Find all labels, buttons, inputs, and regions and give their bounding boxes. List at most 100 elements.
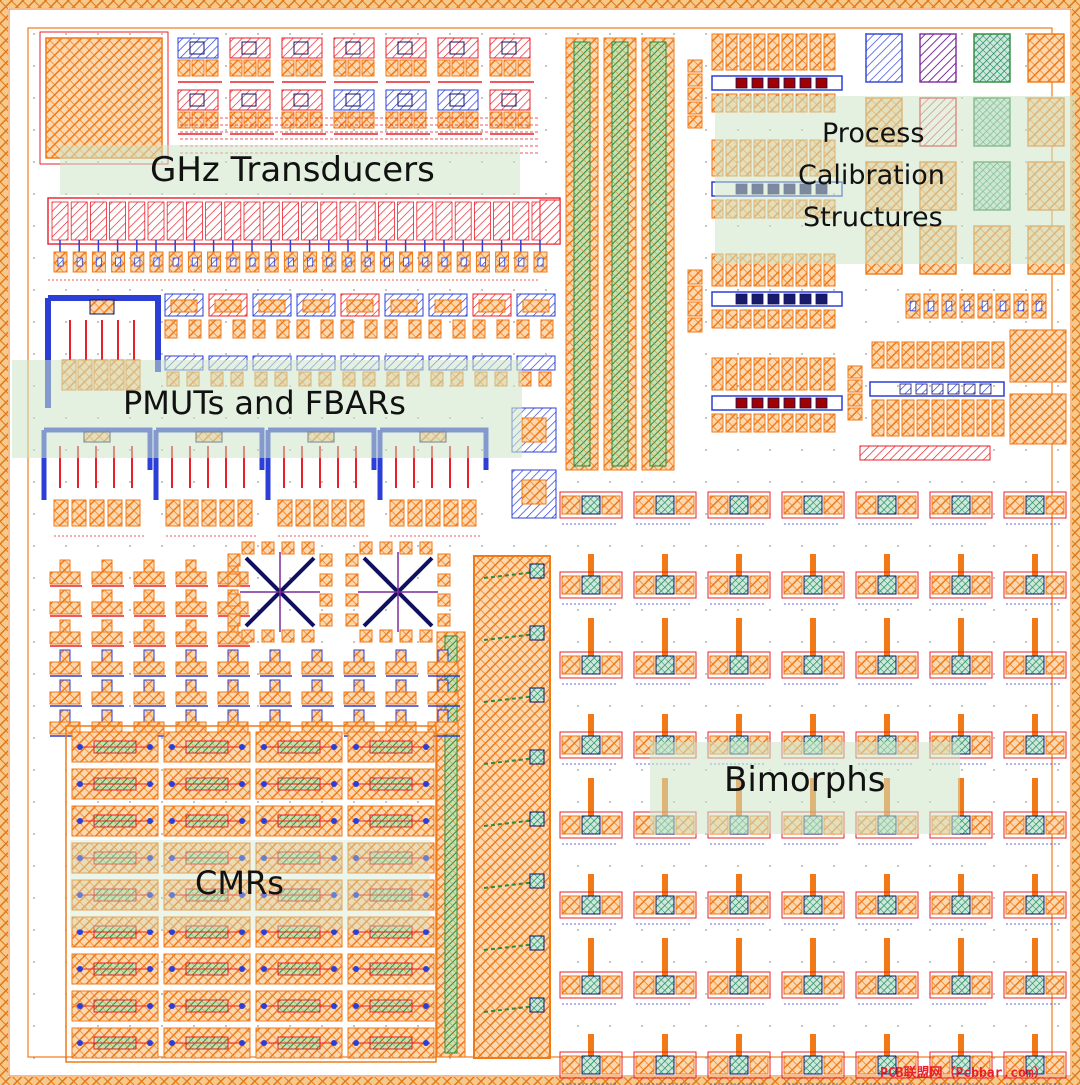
cmr-dot: [77, 818, 83, 824]
via: [307, 257, 314, 267]
cmr-dot: [77, 1003, 83, 1009]
bond-pad: [407, 499, 423, 527]
bond-pad: [1045, 655, 1065, 675]
bond-pad: [739, 413, 752, 433]
transducer-top: [385, 89, 427, 111]
bond-pad: [165, 499, 181, 527]
t-block-bar: [91, 571, 123, 585]
transducer-top: [177, 89, 219, 111]
bimorph-beam: [662, 554, 668, 576]
bimorph-beam: [884, 554, 890, 576]
via: [927, 300, 935, 312]
cmr-dot: [353, 966, 359, 972]
cal-cell: [783, 77, 796, 89]
cmr-dot: [331, 929, 337, 935]
bond-pad: [340, 319, 354, 339]
bond-pad: [767, 413, 780, 433]
cmr-dot: [261, 966, 267, 972]
bimorph-frame: [1003, 1051, 1067, 1079]
bimorph-beam: [1032, 1034, 1038, 1056]
bimorph-core: [581, 495, 601, 515]
fbar-electrode: [478, 299, 506, 313]
bond-pad: [783, 895, 803, 915]
bimorph-frame: [559, 811, 623, 839]
large-pad: [45, 37, 163, 159]
bond-pad: [413, 111, 427, 129]
bond-pad: [1045, 895, 1065, 915]
bimorph-beam: [810, 714, 816, 736]
bond-pad: [931, 975, 951, 995]
t-block-bar: [427, 661, 459, 675]
bond-pad: [857, 575, 877, 595]
bimorph-frame: [855, 1051, 919, 1079]
bond-pad: [931, 341, 945, 369]
bond-pad: [635, 495, 655, 515]
bond-pad: [208, 319, 222, 339]
bimorph-beam: [1032, 618, 1038, 656]
bond-pad: [320, 319, 334, 339]
bimorph-frame: [1003, 731, 1067, 759]
via: [537, 257, 544, 267]
bimorph-core: [729, 575, 749, 595]
bond-pad: [931, 495, 951, 515]
cmr-dot: [331, 1040, 337, 1046]
bond-pad: [709, 975, 729, 995]
cal-cell: [899, 383, 912, 395]
bond-pad: [472, 319, 486, 339]
cmr-dot: [147, 1003, 153, 1009]
chip-border-inner: [8, 8, 1072, 1077]
cmr-dot: [331, 781, 337, 787]
bond-pad: [489, 59, 503, 77]
bimorph-beam: [588, 714, 594, 736]
cal-swatch: [865, 33, 903, 83]
mid-trace: [483, 943, 537, 951]
process-label-line3: Structures: [803, 202, 943, 233]
cmr-dot: [353, 1040, 359, 1046]
fbar-electrode: [346, 299, 374, 313]
cmr-dot: [423, 744, 429, 750]
bimorph-core: [581, 575, 601, 595]
bimorph-frame: [929, 1051, 993, 1079]
bond-pad: [1045, 975, 1065, 995]
process-label-line2: Calibration: [798, 160, 945, 191]
via: [345, 257, 352, 267]
bond-pad: [219, 499, 235, 527]
bimorph-core: [655, 895, 675, 915]
bond-pad: [897, 895, 917, 915]
cmr-dot: [423, 855, 429, 861]
bond-pad: [389, 499, 405, 527]
bimorph-frame: [559, 891, 623, 919]
bond-pad: [319, 573, 333, 587]
transducer-core: [501, 93, 517, 107]
bond-pad: [243, 59, 257, 77]
bimorph-frame: [559, 491, 623, 519]
bond-pad: [361, 111, 375, 129]
bond-pad: [125, 499, 141, 527]
bimorph-core: [951, 495, 971, 515]
bond-pad: [89, 499, 105, 527]
transducer-core: [345, 93, 361, 107]
bond-pad: [229, 59, 243, 77]
comb-finger: [224, 201, 242, 241]
transducer-top: [385, 37, 427, 59]
bimorph-frame: [559, 571, 623, 599]
bond-pad: [461, 499, 477, 527]
bimorph-core: [1025, 815, 1045, 835]
bond-pad: [309, 59, 323, 77]
cal-bus: [711, 75, 843, 91]
bond-pad: [739, 357, 752, 391]
bond-pad: [857, 895, 877, 915]
bond-pad: [753, 413, 766, 433]
bond-pad: [399, 111, 413, 129]
via: [57, 257, 64, 267]
bond-pad: [319, 613, 333, 627]
bimorph-core: [877, 575, 897, 595]
cal-strip: [859, 445, 991, 461]
bond-pad: [503, 59, 517, 77]
bond-pad: [991, 341, 1005, 369]
via: [479, 257, 486, 267]
comb-finger: [109, 201, 126, 241]
comb-finger: [435, 201, 453, 241]
bimorph-beam: [588, 554, 594, 576]
bond-pad: [601, 1055, 621, 1075]
